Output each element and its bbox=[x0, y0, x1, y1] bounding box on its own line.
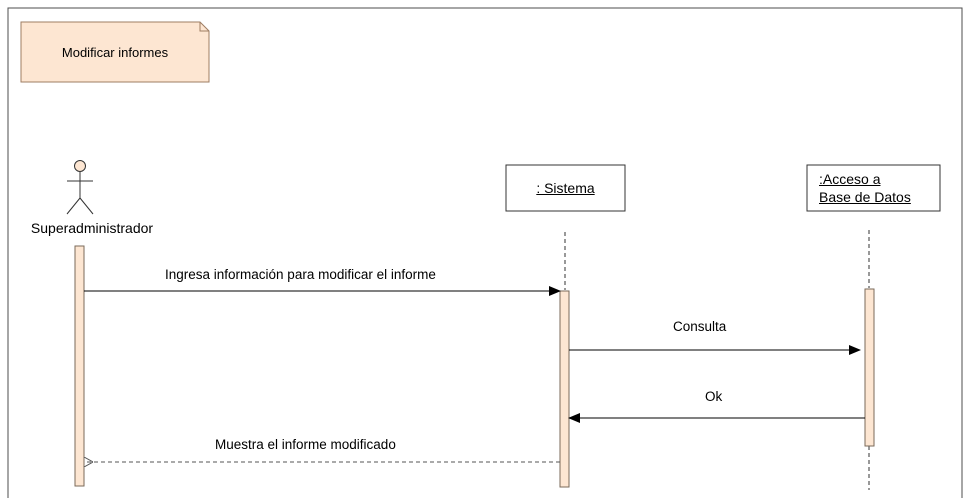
message-ingresa-label: Ingresa información para modificar el in… bbox=[165, 267, 436, 282]
lifeline-label-acceso-line1: :Acceso a bbox=[819, 171, 881, 187]
lifeline-head-sistema: : Sistema bbox=[506, 165, 625, 211]
message-muestra-label: Muestra el informe modificado bbox=[215, 437, 396, 452]
note-fold bbox=[199, 22, 209, 32]
lifeline-label-sistema: : Sistema bbox=[536, 180, 595, 196]
message-consulta-label: Consulta bbox=[673, 319, 727, 334]
message-ok-label: Ok bbox=[705, 389, 723, 404]
actor-name: Superadministrador bbox=[30, 220, 154, 236]
lifeline-label-acceso-line2: Base de Datos bbox=[819, 189, 911, 205]
lifeline-box-acceso-shape bbox=[806, 164, 941, 212]
activation-acceso bbox=[864, 288, 875, 447]
lifeline-box-sistema-shape bbox=[505, 164, 626, 212]
activation-actor bbox=[74, 245, 85, 487]
frame-title: Modificar informes bbox=[61, 44, 169, 60]
activation-sistema bbox=[559, 290, 570, 488]
lifeline-head-acceso: :Acceso a Base de Datos bbox=[807, 165, 940, 211]
diagram-frame bbox=[7, 7, 963, 498]
frame-title-note bbox=[20, 21, 210, 83]
actor-icon bbox=[66, 160, 94, 215]
